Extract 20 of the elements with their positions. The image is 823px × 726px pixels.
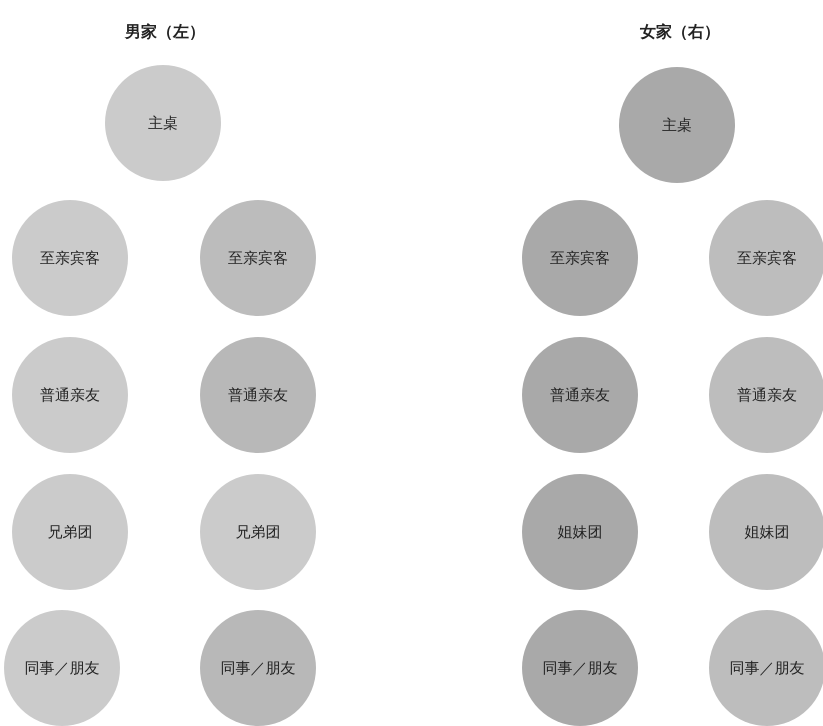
table-label: 至亲宾客 <box>737 248 797 268</box>
table-label: 同事／朋友 <box>24 658 100 678</box>
table-label: 兄弟团 <box>236 522 280 542</box>
side-heading: 女家（右） <box>640 22 720 43</box>
table-label: 至亲宾客 <box>228 248 288 268</box>
table-label: 同事／朋友 <box>730 658 804 678</box>
table-label: 主桌 <box>662 116 692 134</box>
table-label: 主桌 <box>148 114 178 132</box>
table-label: 同事／朋友 <box>542 658 618 678</box>
side-heading: 男家（左） <box>125 22 205 43</box>
table-label: 普通亲友 <box>40 386 100 404</box>
table-label: 普通亲友 <box>737 386 797 404</box>
table-label: 姐妹团 <box>558 522 602 542</box>
table-label: 至亲宾客 <box>550 248 610 268</box>
table-label: 普通亲友 <box>550 386 610 404</box>
table-label: 兄弟团 <box>48 522 92 542</box>
table-label: 姐妹团 <box>744 522 790 542</box>
table-label: 至亲宾客 <box>40 248 100 268</box>
table-label: 普通亲友 <box>228 386 288 404</box>
table-label: 同事／朋友 <box>220 658 296 678</box>
